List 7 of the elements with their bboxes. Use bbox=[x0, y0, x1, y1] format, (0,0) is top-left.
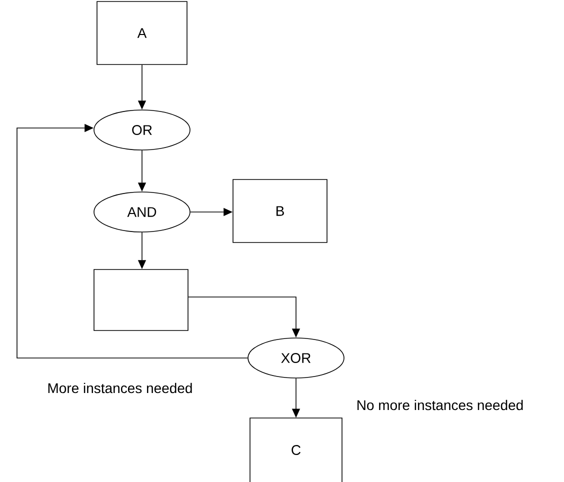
process-box bbox=[94, 269, 188, 331]
arrow bbox=[16, 124, 248, 358]
process-box: A bbox=[96, 1, 188, 65]
edge-label: More instances needed bbox=[48, 382, 192, 394]
process-box: B bbox=[232, 179, 328, 243]
edge-label: No more instances needed bbox=[358, 400, 523, 410]
process-box: C bbox=[250, 418, 342, 482]
